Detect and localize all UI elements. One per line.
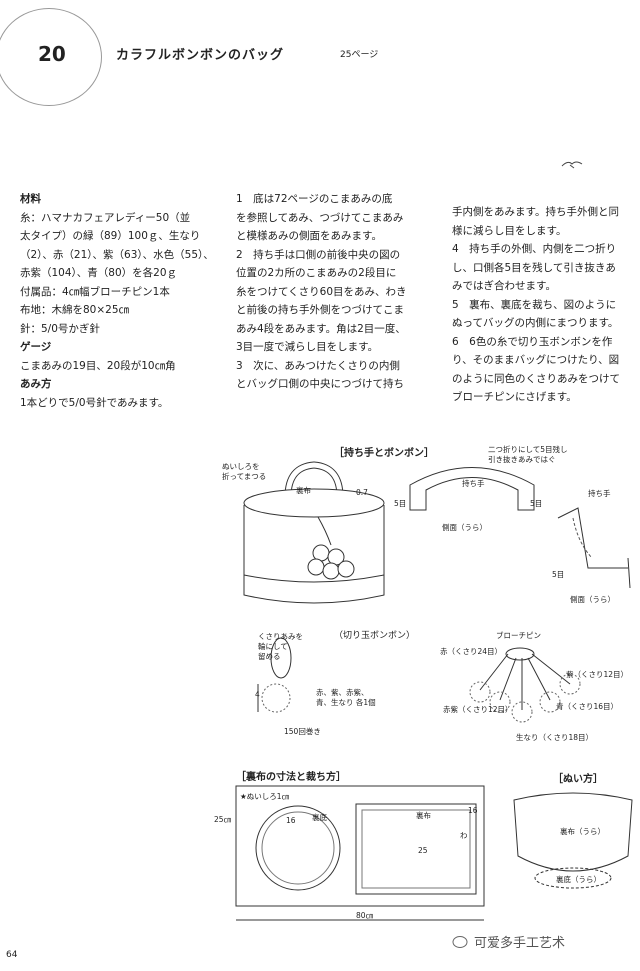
fig-side-label-2: 側面（うら） [570, 595, 615, 604]
pattern-number: 20 [38, 42, 66, 66]
fig-cut-title: ［裏布の寸法と裁ち方］ [236, 772, 346, 783]
fig-redpurple-label: 赤紫（くさり12目） [443, 705, 513, 714]
text-line: 手内側をあみます。持ち手外側と同 [452, 206, 619, 218]
text-line: 位置の2カ所のこまあみの2段目に [236, 267, 397, 279]
fig-fold-label: わ [460, 831, 468, 840]
pattern-title: カラフルボンボンのバッグ [116, 48, 285, 63]
fig-bottom-wrong: 裏底（うら） [556, 875, 601, 884]
text-line: 3目一度で減らし目をします。 [236, 341, 379, 353]
fig-natural-label: 生なり（くさり18目） [516, 733, 594, 742]
text-line: のように同色のくさりあみをつけて [452, 372, 620, 385]
fig-h16-label: 16 [468, 806, 478, 815]
text-line: 2 持ち手は口側の前後中央の図の [236, 248, 401, 261]
fig-purple-label: 紫（くさり12目） [566, 670, 629, 679]
text-line: あみ方 [20, 378, 52, 390]
fig-chain-note: くさりあみを 輪にして 留める [258, 632, 303, 661]
fig-handle-title: ［持ち手とボンボン］ [334, 448, 434, 459]
fig-brooch-label: ブローチピン [496, 631, 541, 640]
fig-pompom-title: （切り玉ボンボン） [334, 631, 416, 641]
text-line: こまあみの19目、20段が10㎝角 [20, 359, 176, 372]
text-line: 付属品：4㎝幅ブローチピン1本 [20, 285, 170, 298]
fig-fold-note: 二つ折りにして5目残し 引き抜きあみではぐ [488, 445, 568, 464]
text-line: 布地：木綿を80×25㎝ [20, 304, 130, 316]
bird-mark [561, 161, 583, 169]
watermark: 可爱多手工艺术 [452, 932, 565, 951]
fig-lining-label-2: 裏布 [416, 811, 431, 820]
text-line: 3 次に、あみつけたくさりの内側 [236, 359, 400, 372]
handle-detail-diagram [557, 507, 631, 589]
fig-allowance-note: ★ぬいしろ1㎝ [240, 792, 289, 801]
page-number: 64 [6, 950, 18, 960]
instructions-column-1: 1 底は72ページのこまあみの底を参照してあみ、つづけてこまあみと模様あみの側面… [236, 190, 407, 394]
fig-lining-wrong: 裏布（うら） [560, 827, 605, 836]
text-line: みではぎ合わせます。 [452, 280, 556, 292]
text-line: 材料 [20, 193, 41, 205]
fig-five-left: 5目 [394, 499, 407, 508]
text-line: ブローチピンにさげます。 [452, 391, 577, 403]
text-line: ぬってバッグの内側にまつります。 [452, 317, 619, 329]
fig-sew-title: ［ぬい方］ [553, 774, 603, 785]
text-line: り、そのままバッグにつけたり、図 [452, 354, 620, 366]
side-view-diagram [409, 467, 535, 511]
text-line: 1 底は72ページのこまあみの底 [236, 193, 393, 205]
fig-five-right: 5目 [530, 499, 543, 508]
brooch-diagram [469, 647, 581, 723]
text-line: と前後の持ち手外側をつづけてこま [236, 304, 404, 316]
text-line: を参照してあみ、つづけてこまあみ [236, 211, 404, 224]
watermark-text: 可爱多手工艺术 [474, 936, 566, 951]
fig-diameter-label: 16 [286, 816, 296, 825]
text-line: 様に減らし目をします。 [452, 224, 567, 237]
fig-four-label: 4 [255, 690, 260, 699]
fig-height-label: 25㎝ [214, 815, 232, 824]
fig-blue-label: 青（くさり16目） [556, 702, 619, 711]
text-line: （2）、赤（21）、紫（63）、水色（55）、 [20, 248, 214, 261]
fig-bottom-label: 裏底 [312, 813, 327, 822]
text-line: 6 6色の糸で切り玉ボンボンを作 [452, 335, 613, 348]
pompom-diagram [257, 637, 292, 713]
fig-margin-note: ぬいしろを 折ってまつる [222, 462, 267, 481]
text-line: とバッグ口側の中央につづけて持ち [236, 378, 404, 390]
text-line: 赤紫（104）、青（80）を各20ｇ [20, 267, 178, 279]
number-circle [0, 8, 102, 106]
instructions-column-2: 手内側をあみます。持ち手外側と同様に減らし目をします。 4 持ち手の外側、内側を二… [452, 203, 620, 407]
text-line: ゲージ [20, 341, 52, 353]
fig-side-label: 側面（うら） [442, 523, 487, 532]
fig-w80-label: 80㎝ [356, 911, 374, 920]
text-line: し、口側各5目を残して引き抜きあ [452, 261, 616, 274]
fig-red-label: 赤（くさり24目） [440, 647, 503, 656]
fig-w25-label: 25 [418, 846, 428, 855]
fig-five-detail: 5目 [552, 570, 565, 579]
chat-icon [452, 935, 468, 948]
cutting-layout-diagram [235, 785, 485, 921]
fig-lining-label: 裏布 [296, 486, 311, 495]
page-reference: 25ページ [340, 50, 379, 60]
materials-column: 材料糸：ハマナカフェアレディー50（並太タイプ）の緑（89）100ｇ、生なり （2… [20, 190, 214, 412]
text-line: あみ4段をあみます。角は2目一度、 [236, 322, 406, 335]
text-line: 4 持ち手の外側、内側を二つ折り [452, 243, 617, 255]
fig-wraps-label: 150回巻き [284, 727, 321, 736]
text-line: 糸をつけてくさり60目をあみ、わき [236, 285, 407, 298]
sewing-diagram [513, 792, 633, 889]
text-line: 糸：ハマナカフェアレディー50（並 [20, 211, 191, 224]
text-line: 1本どりで5/0号針であみます。 [20, 396, 169, 409]
bag-illustration [243, 461, 385, 604]
fig-handle-label-2: 持ち手 [588, 489, 611, 498]
fig-colors-note: 赤、紫、赤紫、 青、生なり 各1個 [316, 688, 376, 707]
text-line: 太タイプ）の緑（89）100ｇ、生なり [20, 230, 201, 242]
text-line: と模様あみの側面をあみます。 [236, 230, 382, 242]
text-line: 針：5/0号かぎ針 [20, 322, 100, 335]
fig-handle-label: 持ち手 [462, 479, 485, 488]
text-line: 5 裏布、裏底を裁ち、図のように [452, 298, 617, 311]
fig-dim-label: 0.7 [356, 488, 368, 497]
